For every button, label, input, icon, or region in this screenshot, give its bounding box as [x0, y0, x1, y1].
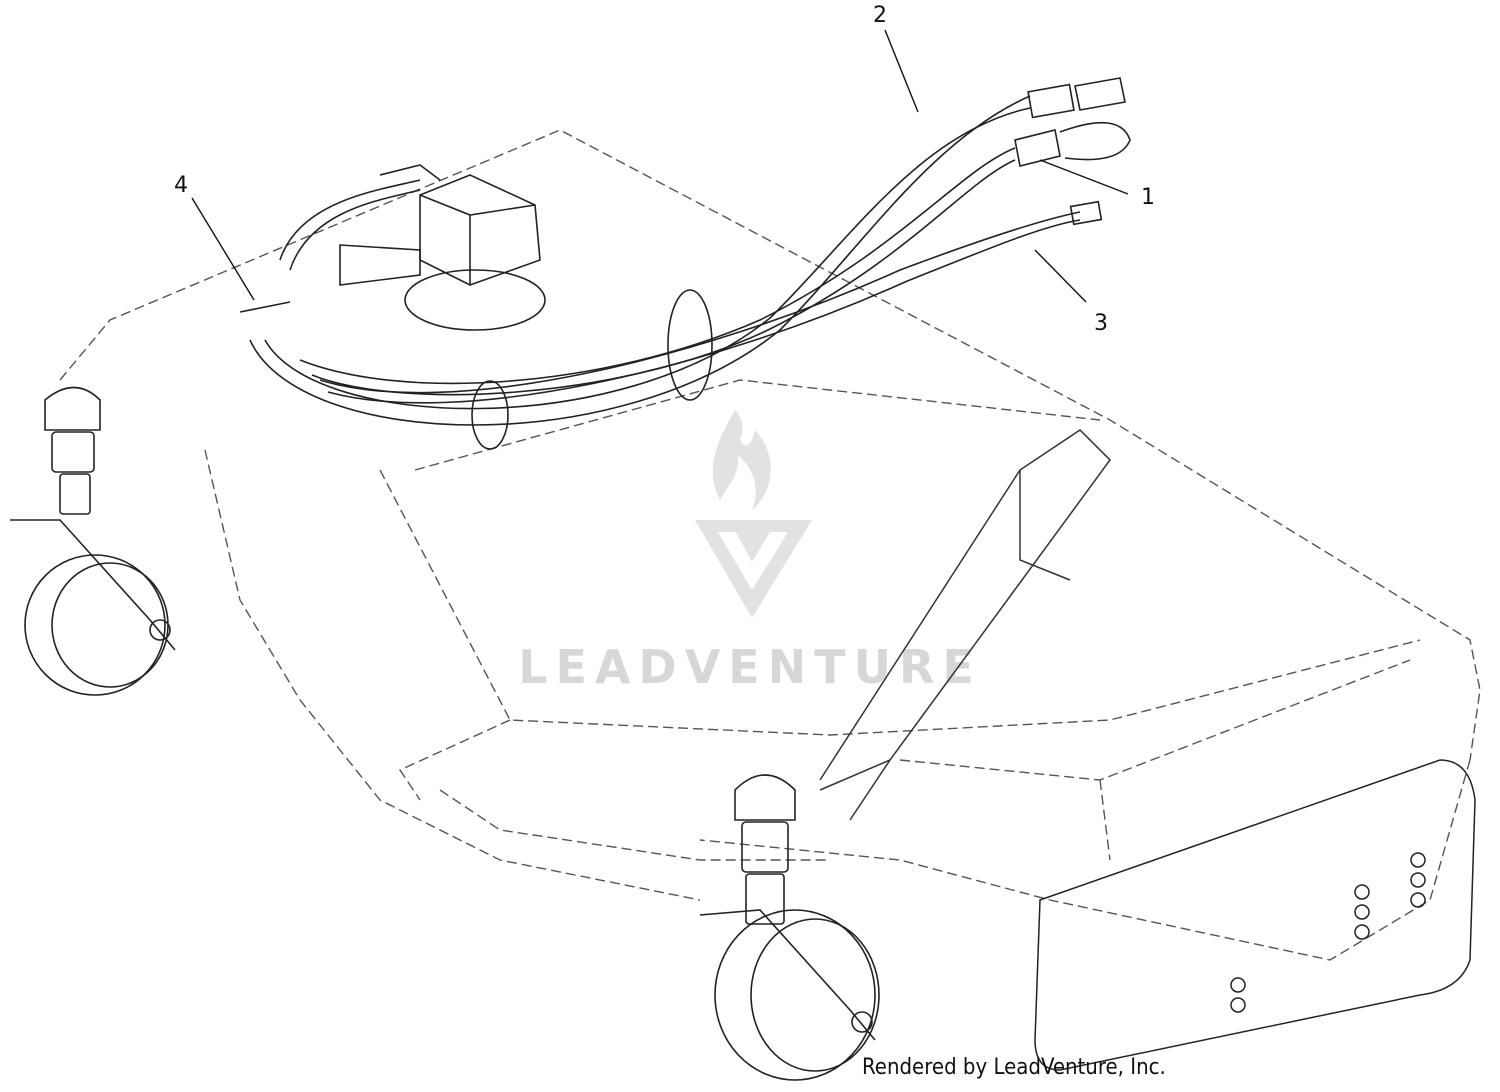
watermark-text: LEADVENTURE: [518, 640, 982, 694]
frame-arm: [819, 429, 1111, 821]
callout-4: 4: [174, 173, 188, 198]
leader-line-3: [1034, 249, 1087, 303]
hydraulic-hoses: [239, 77, 1131, 450]
callout-1: 1: [1141, 185, 1155, 210]
left-caster-wheel: [10, 386, 176, 696]
leader-line-4: [191, 197, 255, 301]
mower-deck: [59, 129, 1481, 961]
hydraulic-motor: [339, 164, 546, 331]
footer-credit: Rendered by LeadVenture, Inc.: [862, 1055, 1166, 1080]
front-caster-wheel: [699, 774, 880, 1081]
callout-3: 3: [1094, 311, 1108, 336]
front-bumper: [1034, 759, 1476, 1071]
leader-line-2: [884, 29, 919, 113]
watermark-logo-icon: [695, 410, 812, 618]
callout-2: 2: [873, 3, 887, 28]
leader-lines: [191, 29, 1129, 303]
leader-line-1: [1039, 159, 1129, 195]
